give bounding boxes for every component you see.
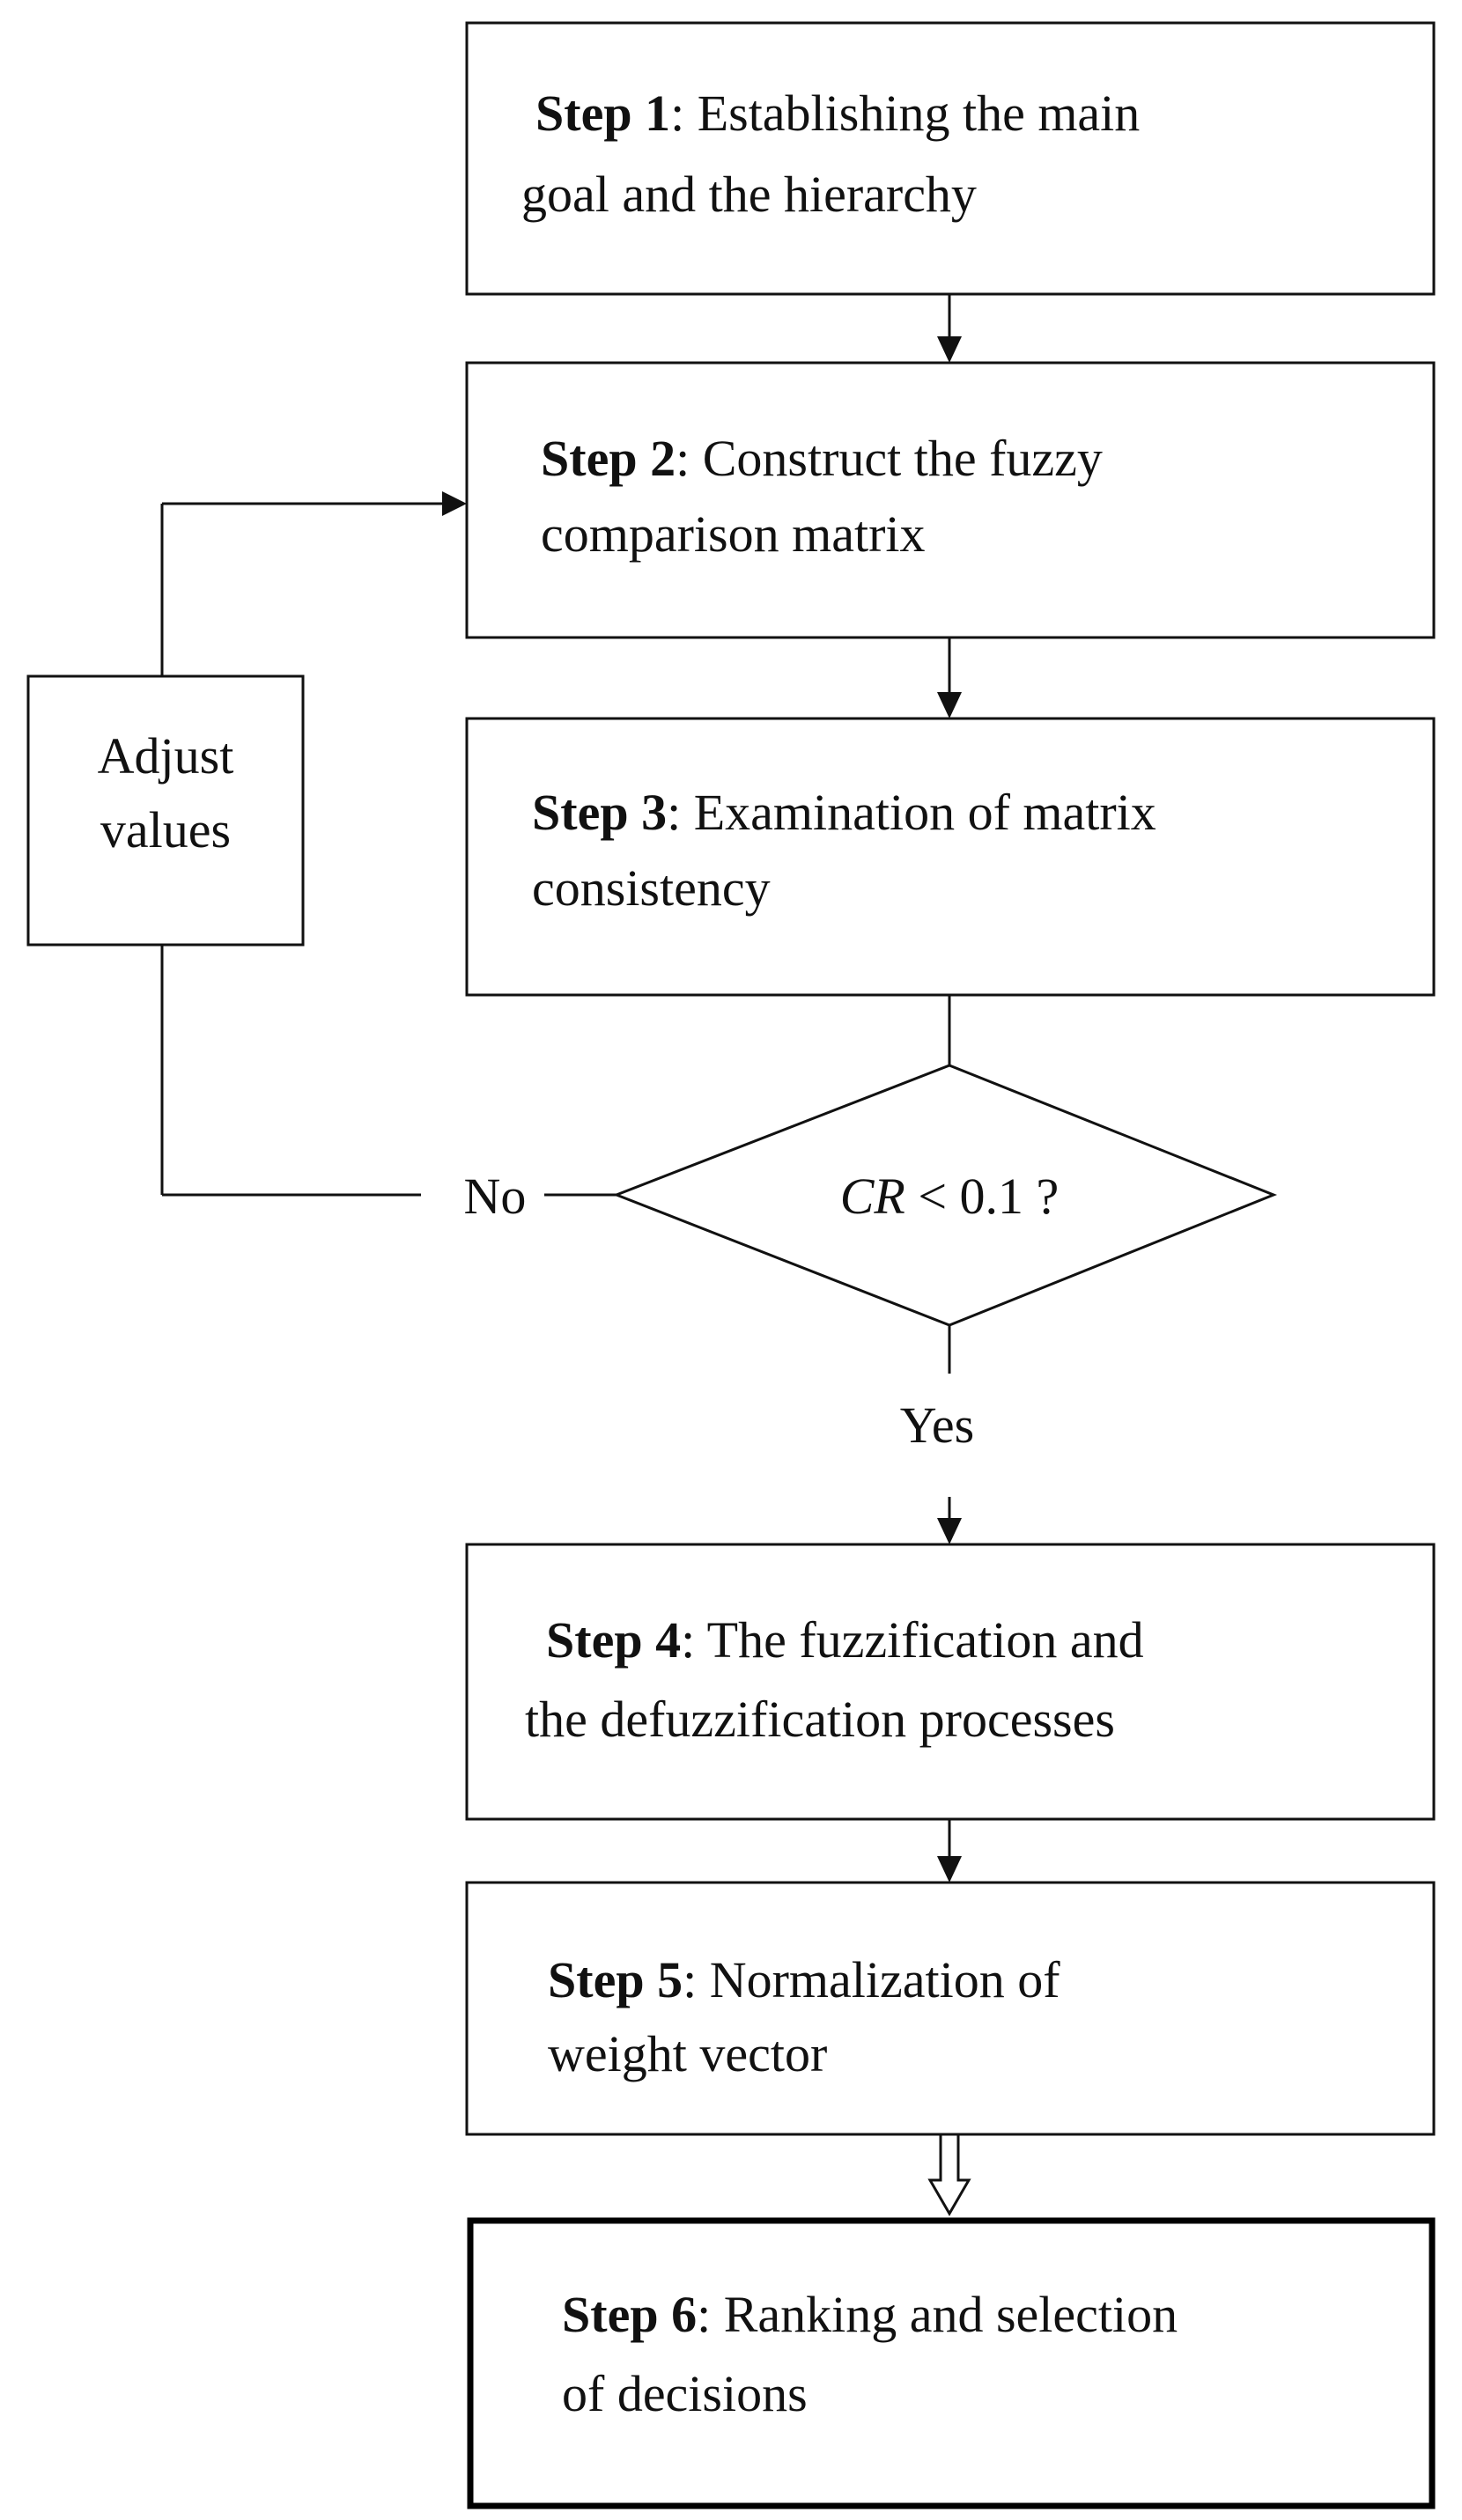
arrowhead-adjust-step2 [442,491,467,516]
step-1-text1: : Establishing the main [670,85,1140,142]
step-6-line2: of decisions [562,2365,808,2422]
decision-shape [612,1064,1278,1327]
step-4-rect [465,1543,1436,1821]
step-1-box: Step 1: Establishing the main goal and t… [465,21,1436,296]
hollow-arrow-step6 [927,2133,971,2216]
step-4-line2: the defuzzification processes [525,1691,1115,1748]
step-3-label: Step 3 [532,784,667,841]
step-2-rect [465,361,1436,639]
step-4-line1: Step 4: The fuzzification and [546,1611,1144,1669]
decision-text: CR < 0.1 ? [840,1168,1060,1225]
step-6-line1: Step 6: Ranking and selection [562,2286,1178,2343]
arrowhead-step4 [937,1518,962,1544]
step-3-box: Step 3: Examination of matrix consistenc… [465,717,1436,997]
arrowhead-step5 [937,1856,962,1883]
step-4-label: Step 4 [546,1611,681,1669]
step-3-text1: : Examination of matrix [667,784,1156,841]
step-6-box: Step 6: Ranking and selection of decisio… [467,2217,1436,2509]
step-1-rect [465,21,1436,296]
step-3-rect [465,717,1436,997]
step-5-box: Step 5: Normalization of weight vector [465,1881,1436,2136]
step-4-text1: : The fuzzification and [681,1611,1144,1669]
step-1-line2: goal and the hierarchy [521,166,977,223]
step-5-line2: weight vector [548,2025,827,2082]
label-yes: Yes [900,1396,974,1454]
arrowhead-step3 [937,692,962,718]
step-2-text1: : Construct the fuzzy [676,430,1103,487]
step-3-line2: consistency [532,859,771,917]
decision-diamond: CR < 0.1 ? [612,1064,1278,1327]
connectors [160,294,971,2216]
step-5-text1: : Normalization of [683,1951,1060,2008]
step-1-label: Step 1 [535,85,670,142]
step-6-label: Step 6 [562,2286,697,2343]
step-2-line1: Step 2: Construct the fuzzy [541,430,1103,487]
step-2-box: Step 2: Construct the fuzzy comparison m… [465,361,1436,639]
step-6-rect [467,2217,1436,2509]
label-no: No [464,1168,527,1225]
arrowhead-step2 [937,336,962,363]
step-2-line2: comparison matrix [541,505,926,563]
adjust-values-box: Adjust values [26,674,305,947]
step-5-label: Step 5 [548,1951,683,2008]
decision-op: < 0.1 ? [905,1168,1059,1225]
step-2-label: Step 2 [541,430,676,487]
adjust-values-rect [26,674,305,947]
adjust-values-line1: Adjust [98,727,234,785]
step-1-line1: Step 1: Establishing the main [535,85,1140,142]
step-5-rect [465,1881,1436,2136]
step-5-line1: Step 5: Normalization of [548,1951,1060,2008]
decision-var: CR [840,1168,905,1225]
step-4-box: Step 4: The fuzzification and the defuzz… [465,1543,1436,1821]
step-6-text1: : Ranking and selection [697,2286,1178,2343]
step-3-line1: Step 3: Examination of matrix [532,784,1156,841]
adjust-values-line2: values [100,801,231,858]
